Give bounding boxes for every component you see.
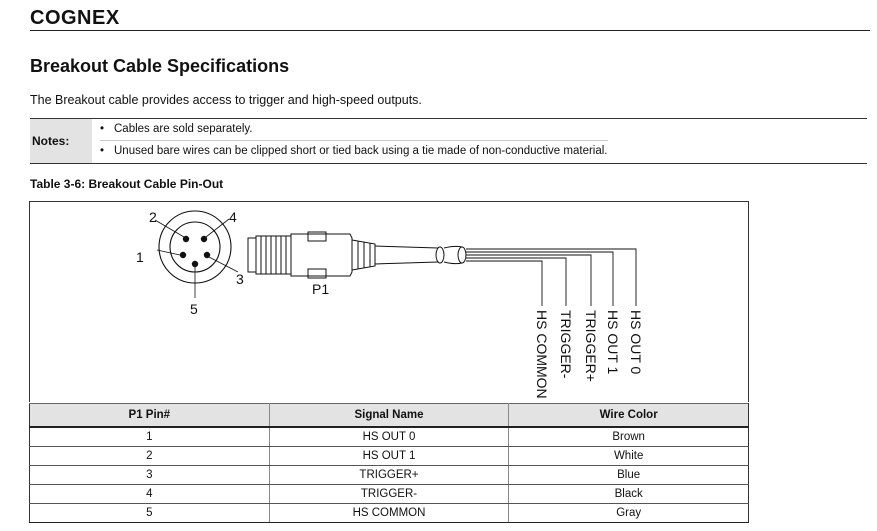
pin-cell: 3: [29, 465, 270, 485]
table-header-row: P1 Pin# Signal Name Wire Color: [29, 403, 749, 428]
pin-label: 2: [149, 209, 157, 225]
table-row: 3 TRIGGER+ Blue: [29, 465, 749, 485]
breakout-wires: [466, 248, 637, 306]
column-header-pin: P1 Pin#: [29, 403, 270, 428]
header-divider: [30, 30, 870, 31]
connector-face: 1 2 3 4 5: [136, 209, 244, 317]
pin-label: 1: [136, 249, 144, 265]
column-header-signal: Signal Name: [268, 403, 510, 428]
table-row: 4 TRIGGER- Black: [29, 484, 749, 504]
color-cell: Brown: [508, 427, 749, 447]
pin-label: 3: [236, 271, 244, 287]
wire-label: HS OUT 1: [605, 310, 621, 375]
color-cell: Blue: [508, 465, 749, 485]
table-row: 2 HS OUT 1 White: [29, 446, 749, 466]
section-intro: The Breakout cable provides access to tr…: [30, 93, 422, 107]
color-cell: White: [508, 446, 749, 466]
signal-cell: TRIGGER+: [268, 465, 510, 485]
notes-box: Notes: Cables are sold separately. Unuse…: [30, 118, 867, 164]
signal-cell: HS OUT 0: [268, 427, 510, 447]
wire-label: HS COMMON: [534, 310, 550, 399]
notes-label: Notes:: [30, 119, 92, 163]
column-header-color: Wire Color: [508, 403, 749, 428]
pin-cell: 2: [29, 446, 270, 466]
signal-cell: HS COMMON: [268, 503, 510, 523]
wire-label: TRIGGER+: [583, 310, 599, 382]
connector-body: [247, 231, 467, 279]
pin-cell: 5: [29, 503, 270, 523]
pin-cell: 1: [29, 427, 270, 447]
pin-label: 4: [229, 209, 237, 225]
pin-out-table: P1 Pin# Signal Name Wire Color 1 HS OUT …: [29, 403, 749, 523]
pin-label: 5: [190, 301, 198, 317]
note-item: Cables are sold separately.: [100, 119, 608, 140]
cognex-logo: COGNEX: [30, 7, 120, 29]
notes-list: Cables are sold separately. Unused bare …: [100, 119, 608, 162]
color-cell: Gray: [508, 503, 749, 523]
table-caption: Table 3-6: Breakout Cable Pin-Out: [30, 177, 224, 191]
signal-cell: TRIGGER-: [268, 484, 510, 504]
table-row: 5 HS COMMON Gray: [29, 503, 749, 523]
pin-cell: 4: [29, 484, 270, 504]
cable-figure: 1 2 3 4 5: [29, 201, 749, 402]
signal-cell: HS OUT 1: [268, 446, 510, 466]
breakout-cable-diagram: 1 2 3 4 5: [136, 209, 644, 399]
color-cell: Black: [508, 484, 749, 504]
note-item: Unused bare wires can be clipped short o…: [100, 140, 608, 162]
wire-labels: HS COMMON TRIGGER- TRIGGER+ HS OUT 1 HS …: [534, 310, 644, 399]
wire-label: HS OUT 0: [628, 310, 644, 375]
wire-label: TRIGGER-: [558, 310, 574, 379]
table-row: 1 HS OUT 0 Brown: [29, 427, 749, 447]
connector-label: P1: [312, 281, 329, 297]
section-title: Breakout Cable Specifications: [30, 56, 290, 76]
